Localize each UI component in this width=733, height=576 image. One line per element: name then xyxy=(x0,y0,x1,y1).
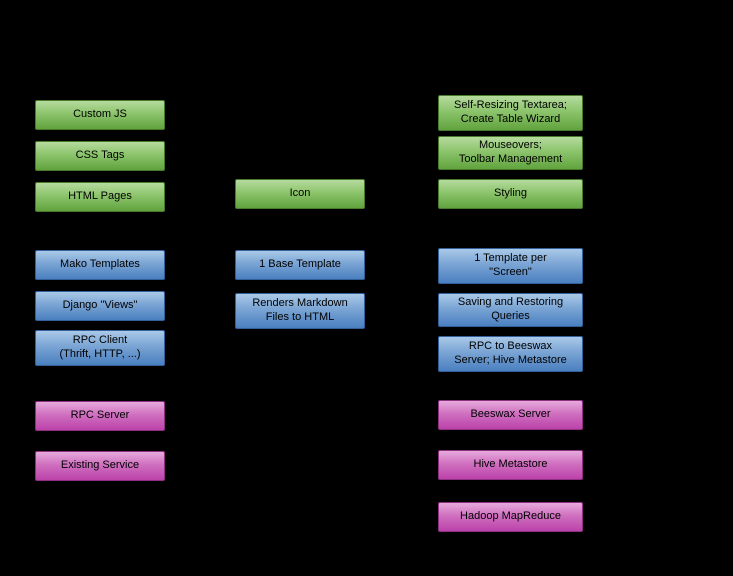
box-mako-templates: Mako Templates xyxy=(35,250,165,280)
box-saving-restoring-queries: Saving and Restoring Queries xyxy=(438,293,583,327)
box-base-template: 1 Base Template xyxy=(235,250,365,280)
box-django-views: Django "Views" xyxy=(35,291,165,321)
box-hadoop-mapreduce: Hadoop MapReduce xyxy=(438,502,583,532)
box-styling: Styling xyxy=(438,179,583,209)
box-renders-markdown: Renders Markdown Files to HTML xyxy=(235,293,365,329)
box-mouseovers-toolbar: Mouseovers; Toolbar Management xyxy=(438,136,583,170)
box-hive-metastore: Hive Metastore xyxy=(438,450,583,480)
box-self-resizing-textarea: Self-Resizing Textarea; Create Table Wiz… xyxy=(438,95,583,131)
box-custom-js: Custom JS xyxy=(35,100,165,130)
box-beeswax-server: Beeswax Server xyxy=(438,400,583,430)
box-rpc-to-beeswax: RPC to Beeswax Server; Hive Metastore xyxy=(438,336,583,372)
box-rpc-server: RPC Server xyxy=(35,401,165,431)
box-existing-service: Existing Service xyxy=(35,451,165,481)
box-icon: Icon xyxy=(235,179,365,209)
box-html-pages: HTML Pages xyxy=(35,182,165,212)
box-rpc-client: RPC Client (Thrift, HTTP, ...) xyxy=(35,330,165,366)
box-css-tags: CSS Tags xyxy=(35,141,165,171)
box-template-per-screen: 1 Template per "Screen" xyxy=(438,248,583,284)
